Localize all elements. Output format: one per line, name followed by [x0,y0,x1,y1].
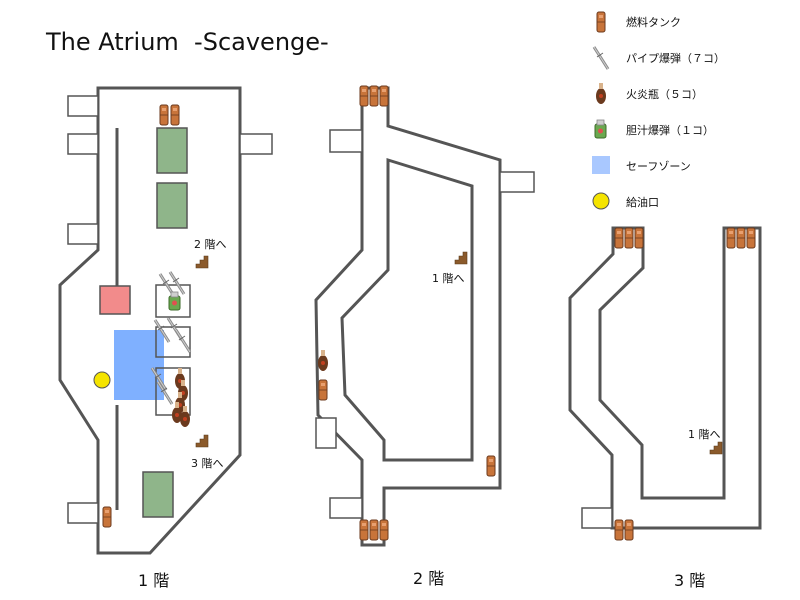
fuel-tank-marker [736,227,746,249]
map-title: The Atrium -Scavenge- [46,28,329,56]
stair-label-to-3f: 3 階へ [191,457,224,470]
legend-label: パイプ爆弾（７コ） [626,52,725,65]
fuel-tank-marker [369,519,379,541]
stair-label-to-1f: 1 階へ [688,428,721,441]
floor-label-1: 1 階 [138,571,170,590]
door-stub [329,129,363,153]
item-box [155,284,191,318]
door-stub [499,171,535,193]
fuel-tank-marker [614,227,624,249]
floor-1-outline [58,86,242,555]
floor-2-inner-outline [340,157,474,462]
fuel-tank-marker [486,455,496,477]
fuel-tank-marker [379,519,389,541]
legend-label: 火炎瓶（５コ） [626,88,703,101]
legend-label: セーフゾーン [626,160,691,173]
molotov-icon [596,83,606,104]
door-stub [67,223,99,245]
fuel-tank-marker [170,104,180,126]
fuel-tank-marker [614,519,624,541]
legend-label: 給油口 [626,196,659,209]
legend-item-safe-zone: セーフゾーン [588,152,793,180]
fuel-tank-marker [159,104,169,126]
fuel-port-marker [93,371,111,389]
bile-bomb-icon [594,119,607,139]
door-stub [67,95,99,117]
stair-label-to-1f: 1 階へ [432,272,465,285]
legend-label: 燃料タンク [626,16,681,29]
fuel-tank-marker [369,85,379,107]
door-stub [67,502,99,524]
floor-1-map [58,86,273,555]
fuel-tank-marker [359,519,369,541]
red-zone [99,285,131,315]
fuel-tank-marker [318,379,328,401]
fuel-port-icon [592,192,610,210]
fuel-tank-marker [746,227,756,249]
safe-zone-icon [592,156,610,174]
legend-item-fuel-port: 給油口 [588,188,793,216]
floor-label-2: 2 階 [413,569,445,588]
green-zone [156,127,188,174]
door-stub [315,417,337,449]
green-zone [142,471,174,518]
fuel-tank-marker [102,506,112,528]
door-stub [581,507,613,529]
stairs-icon [709,441,723,455]
legend-item-molotov: 火炎瓶（５コ） [588,80,793,108]
green-zone [156,182,188,229]
legend-item-fuel-tank: 燃料タンク [588,8,793,36]
door-stub [329,497,363,519]
fuel-tank-marker [634,227,644,249]
fuel-tank-marker [379,85,389,107]
floor-3-outline [568,226,762,530]
legend-item-bile-bomb: 胆汁爆弾（１コ） [588,116,793,144]
floor-3-map [568,226,762,541]
legend-item-pipe-bomb: パイプ爆弾（７コ） [588,44,793,72]
stair-label-to-2f: 2 階へ [194,238,227,251]
fuel-tank-icon [596,11,606,33]
fuel-tank-marker [624,519,634,541]
door-stub [239,133,273,155]
fuel-tank-marker [359,85,369,107]
door-stub [67,133,99,155]
floor-2-map [314,85,535,547]
bile-bomb-marker [168,291,181,311]
floor-label-3: 3 階 [674,571,706,590]
fuel-tank-marker [624,227,634,249]
fuel-tank-marker [726,227,736,249]
legend-label: 胆汁爆弾（１コ） [626,124,714,137]
pipe-bomb-icon [592,45,610,71]
